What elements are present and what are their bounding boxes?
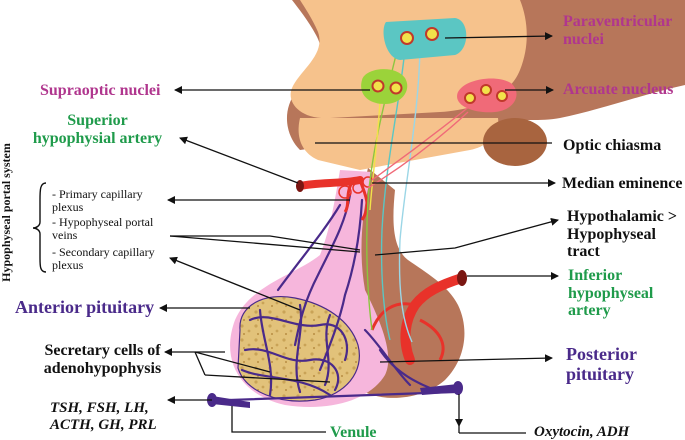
hypothalamic-tract-label: Hypothalamic > Hypophyseal tract	[567, 208, 678, 261]
optic-chiasma-shape	[483, 118, 547, 166]
arcuate-label: Arcuate nucleus	[563, 81, 674, 98]
artery-shapes	[296, 176, 467, 365]
infundibulum-region	[298, 118, 499, 170]
optic-chiasma-label: Optic chiasma	[563, 137, 662, 154]
portal-system-label: Hypophyseal portal system	[0, 143, 13, 282]
hormones-label: TSH, FSH, LH, ACTH, GH, PRL	[50, 400, 157, 433]
venule-shapes	[207, 381, 463, 408]
supraoptic-label: Supraoptic nuclei	[40, 82, 161, 99]
venule-label: Venule	[330, 424, 377, 440]
supraoptic-nucleus-shape	[361, 69, 408, 104]
superior-artery-label: Superior hypophysial artery	[32, 112, 163, 147]
portal-system-bracket	[32, 182, 47, 273]
inferior-artery-label: Inferior hypophyseal artery	[568, 267, 654, 320]
arcuate-nucleus-shape	[457, 78, 517, 113]
portal-veins-label: - Hypophyseal portal veins	[52, 215, 154, 243]
pointer-lines	[159, 32, 559, 434]
vein-network	[228, 193, 457, 402]
anterior-pituitary-label: Anterior pituitary	[15, 297, 155, 317]
paraventricular-label: Paraventricular nuclei	[563, 13, 673, 48]
secondary-plexus-label: - Secondary capillary plexus	[52, 245, 155, 273]
primary-plexus-label: - Primary capillary plexus	[52, 187, 143, 215]
paraventricular-nucleus-shape	[383, 18, 467, 60]
posterior-pituitary-label: Posterior pituitary	[566, 344, 637, 384]
oxytocin-label: Oxytocin, ADH	[534, 424, 630, 440]
median-eminence-label: Median eminence	[562, 175, 683, 192]
secretory-cells-label: Secretary cells of adenohypophysis	[43, 342, 162, 377]
